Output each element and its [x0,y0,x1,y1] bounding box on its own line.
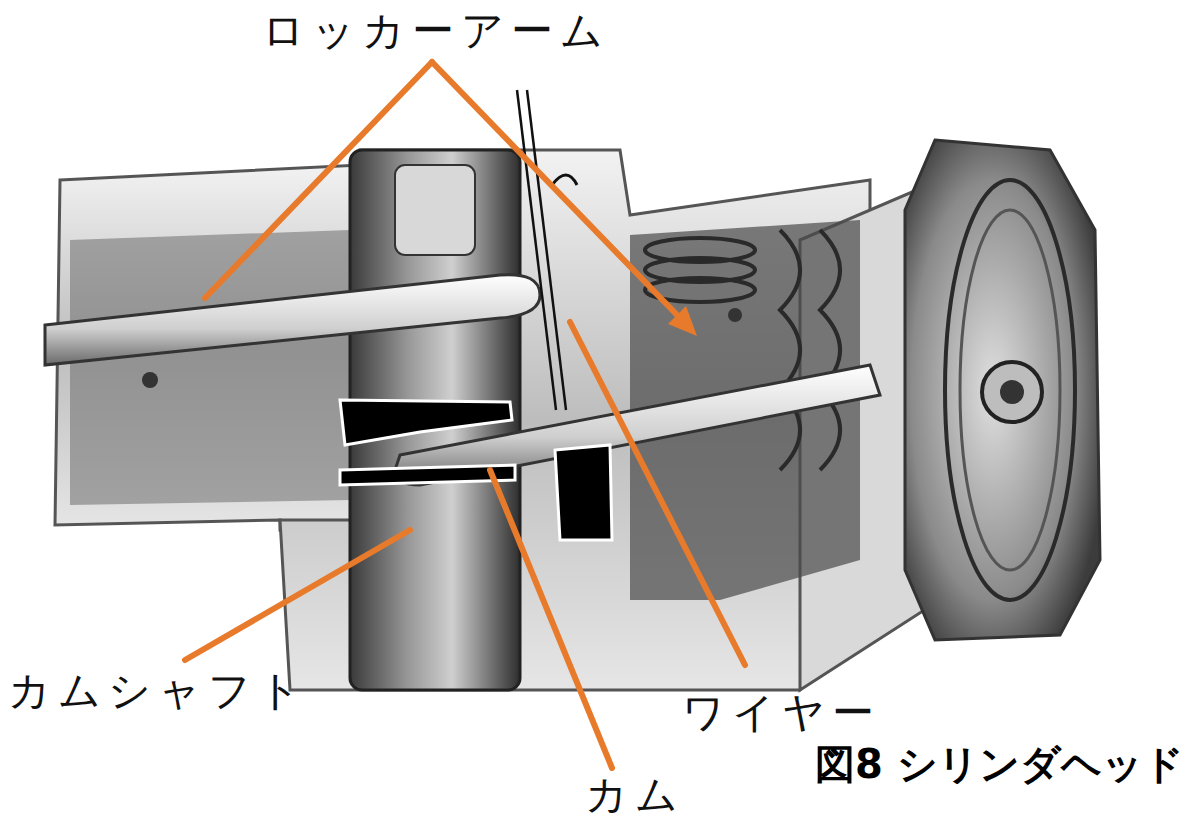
rocker-arms [45,275,880,485]
part-label: カム [585,772,685,818]
figure-caption: 図8 シリンダヘッド [815,742,1184,786]
part-label: ロッカーアーム [262,8,610,54]
leader-lines [185,62,745,768]
wire [517,90,577,410]
part-label: ワイヤー [682,690,881,736]
leader-arrowhead [668,306,697,336]
part-label: カムシャフト [8,668,308,714]
cam [340,400,612,540]
housing [55,140,1100,690]
